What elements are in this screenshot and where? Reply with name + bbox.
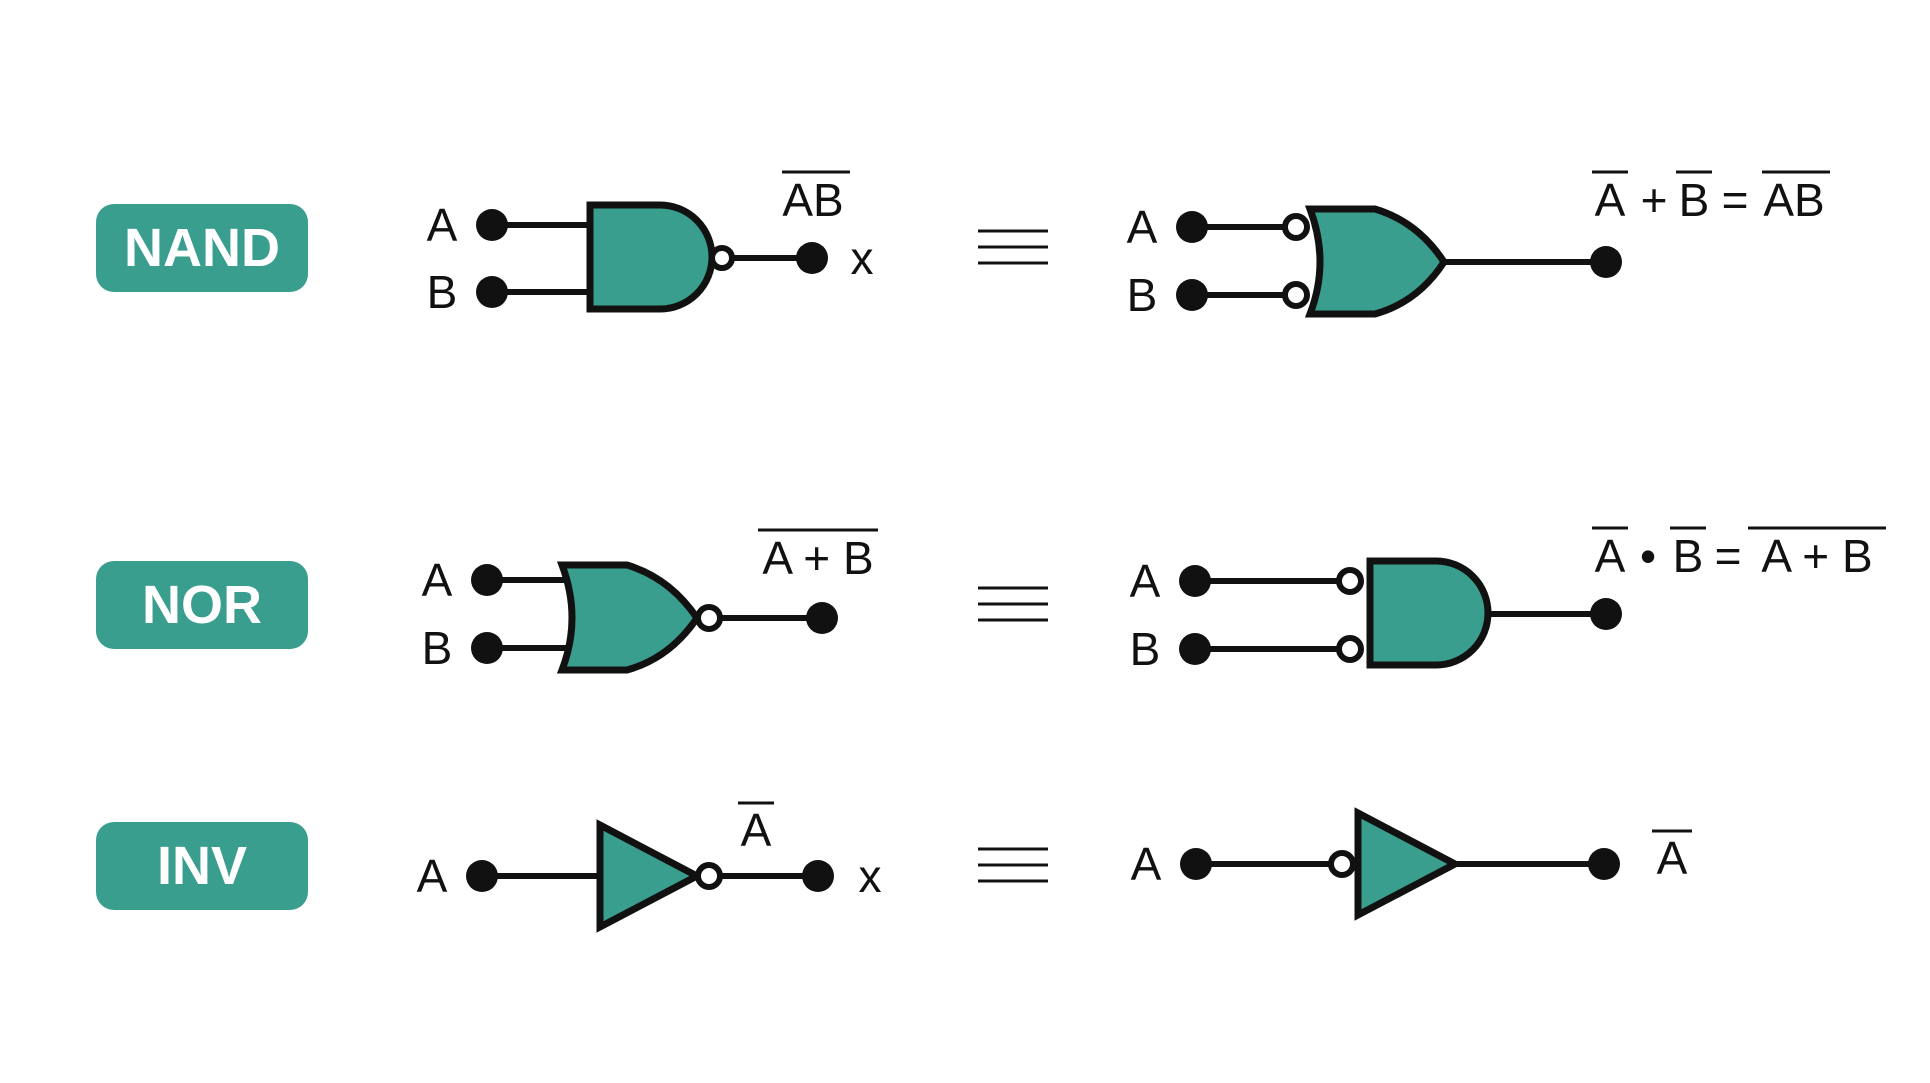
inv-row: INV A A x A A [96, 801, 1692, 933]
inv-equivalent-gate: A A [1131, 807, 1692, 921]
inv-eq-input-bubble [1328, 850, 1356, 878]
svg-text:NAND: NAND [124, 218, 280, 278]
and-gate-body [1366, 557, 1492, 669]
inv-output-variable: x [859, 850, 882, 902]
nand-eq-left-b: B [1679, 174, 1710, 226]
buffer-triangle-body [596, 819, 705, 933]
nand-badge: NAND [96, 204, 308, 292]
nand-output-expression: AB [782, 174, 843, 226]
nor-eq-input-b-bubble [1336, 635, 1364, 663]
nor-output-bubble [695, 604, 723, 632]
inv-output-terminal [802, 860, 834, 892]
nand-input-b-terminal [476, 276, 508, 308]
svg-text:NOR: NOR [142, 575, 262, 635]
nor-eq-input-a-label: A [1130, 555, 1161, 607]
buffer-triangle-body [1354, 807, 1463, 921]
nor-input-b-label: B [422, 622, 453, 674]
nor-input-a-terminal [471, 564, 503, 596]
inv-eq-input-a-label: A [1131, 838, 1162, 890]
nand-eq-input-b-terminal [1176, 279, 1208, 311]
nor-badge: NOR [96, 561, 308, 649]
nand-output-terminal [796, 242, 828, 274]
nand-eq-input-b-bubble [1282, 281, 1310, 309]
nand-eq-left-a: A [1595, 174, 1626, 226]
nor-eq-dot: • [1640, 530, 1656, 582]
nor-row: NOR A B A + B A B [96, 526, 1886, 675]
inv-badge: INV [96, 822, 308, 910]
nand-eq-equals: = [1722, 174, 1749, 226]
inverter-gate: A A x [417, 801, 882, 933]
nor-eq-output-terminal [1590, 598, 1622, 630]
nor-input-b-terminal [471, 632, 503, 664]
nand-eq-input-a-label: A [1127, 201, 1158, 253]
nand-eq-input-b-label: B [1127, 269, 1158, 321]
nor-eq-input-a-terminal [1179, 565, 1211, 597]
nand-eq-right: AB [1763, 174, 1824, 226]
nor-demorgan-equation: A • B = A + B [1592, 526, 1886, 582]
nor-equivalent-gate: A B A • B = A + B [1130, 526, 1886, 675]
nand-eq-plus: + [1641, 174, 1668, 226]
nand-demorgan-equation: A + B = AB [1592, 170, 1830, 226]
svg-text:INV: INV [157, 836, 247, 896]
nor-output-terminal [806, 602, 838, 634]
inv-output-expression: A [741, 804, 772, 856]
nand-output-bubble [709, 245, 735, 271]
nor-eq-input-b-terminal [1179, 633, 1211, 665]
nand-input-a-label: A [427, 199, 458, 251]
nand-gate: A B AB x [427, 170, 874, 318]
nor-eq-input-b-label: B [1130, 623, 1161, 675]
nor-eq-input-a-bubble [1336, 567, 1364, 595]
inv-eq-output-terminal [1588, 848, 1620, 880]
nor-gate: A B A + B [422, 528, 878, 674]
nand-input-b-label: B [427, 266, 458, 318]
or-gate-body [556, 561, 702, 674]
nand-eq-input-a-bubble [1282, 213, 1310, 241]
nand-eq-output-terminal [1590, 246, 1622, 278]
inv-input-a-terminal [466, 860, 498, 892]
nor-eq-left-a: A [1595, 530, 1626, 582]
nand-output-variable: x [851, 232, 874, 284]
or-gate-body [1304, 205, 1449, 318]
nand-row: NAND A B AB x A B [96, 170, 1830, 321]
inv-eq-input-a-terminal [1180, 848, 1212, 880]
nand-eq-input-a-terminal [1176, 211, 1208, 243]
nor-eq-equals: = [1715, 530, 1742, 582]
and-gate-body [586, 201, 716, 313]
inv-equivalence-symbol [978, 847, 1048, 883]
nor-equivalence-symbol [978, 586, 1048, 622]
nor-input-a-label: A [422, 554, 453, 606]
inv-input-a-label: A [417, 850, 448, 902]
nor-eq-left-b: B [1673, 530, 1704, 582]
nor-eq-right: A + B [1761, 530, 1872, 582]
inv-output-bubble [695, 862, 723, 890]
nand-input-a-terminal [476, 209, 508, 241]
nand-equivalent-gate: A B A + B = AB [1127, 170, 1830, 321]
nand-equivalence-symbol [978, 229, 1048, 265]
nor-output-expression: A + B [762, 532, 873, 584]
inv-eq-output-expression: A [1657, 832, 1688, 884]
